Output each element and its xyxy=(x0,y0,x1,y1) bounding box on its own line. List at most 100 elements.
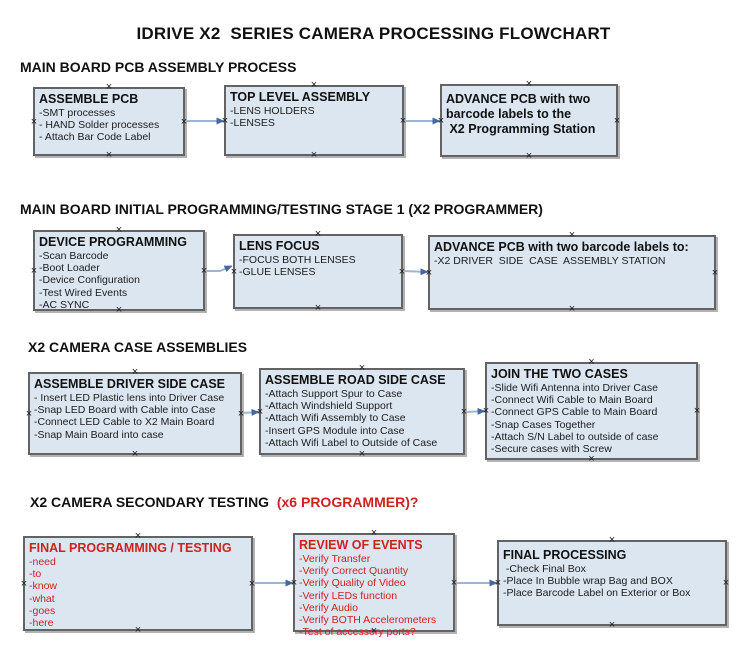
section-heading-text: X2 CAMERA SECONDARY TESTING xyxy=(30,494,277,510)
box-item: - Insert LED Plastic lens into Driver Ca… xyxy=(34,391,225,404)
box-item: -Verify LEDs function xyxy=(299,589,398,602)
box-item: -Snap LED Board with Cable into Case xyxy=(34,404,216,417)
connection-handle-icon: × xyxy=(30,115,38,128)
connection-handle-icon: × xyxy=(230,265,238,278)
connection-handle-icon: × xyxy=(568,303,576,315)
box-item: -Snap Cases Together xyxy=(491,418,596,431)
flow-box-device-programming: DEVICE PROGRAMMING -Scan Barcode-Boot Lo… xyxy=(30,225,208,316)
connection-handle-icon: × xyxy=(588,356,595,368)
box-items: -LENS HOLDERS-LENSES xyxy=(230,105,400,130)
section-heading-text: MAIN BOARD PCB ASSEMBLY PROCESS xyxy=(20,59,297,75)
box-item: -X2 DRIVER SIDE CASE ASSEMBLY STATION xyxy=(434,254,666,267)
box-item: -Connect LED Cable to X2 Main Board xyxy=(34,416,215,429)
section-heading-case-assemblies: X2 CAMERA CASE ASSEMBLIES xyxy=(28,339,247,355)
box-title: FINAL PROGRAMMING / TESTING xyxy=(29,541,249,556)
box-title: ASSEMBLE DRIVER SIDE CASE xyxy=(34,377,238,392)
box-item: -need xyxy=(29,555,56,568)
box-item: -Verify BOTH Accelerometers xyxy=(299,614,437,627)
flow-box-final-processing: FINAL PROCESSING -Check Final Box -Place … xyxy=(494,535,730,631)
connection-handle-icon: × xyxy=(314,302,322,314)
box-title-line: LENS FOCUS xyxy=(239,239,320,253)
connection-handle-icon: × xyxy=(450,576,458,589)
box-title-line: X2 Programming Station xyxy=(446,121,596,136)
box-item: -Scan Barcode xyxy=(39,249,109,262)
connection-handle-icon: × xyxy=(425,266,433,279)
flow-box-review-of-events: REVIEW OF EVENTS -Verify Transfer-Verify… xyxy=(291,528,458,639)
connection-handle-icon: × xyxy=(437,114,445,127)
box-item: -Place Barcode Label on Exterior or Box xyxy=(503,587,691,600)
connection-handle-icon: × xyxy=(221,114,229,127)
box-item: -Connect GPS Cable to Main Board xyxy=(491,406,658,419)
box-item: -goes xyxy=(29,604,56,617)
connection-handle-icon: × xyxy=(131,366,139,378)
connection-handle-icon: × xyxy=(200,264,208,277)
box-title: FINAL PROCESSING xyxy=(503,548,723,563)
connection-handle-icon: × xyxy=(494,577,502,589)
box-item: -LENS HOLDERS xyxy=(230,104,315,117)
page-title: IDRIVE X2 SERIES CAMERA PROCESSING FLOWC… xyxy=(136,24,611,43)
connection-handle-icon: × xyxy=(460,405,468,418)
box-item: -Insert GPS Module into Case xyxy=(265,424,405,437)
box-item: -Attach Support Spur to Case xyxy=(265,387,403,400)
connection-handle-icon: × xyxy=(25,407,33,420)
connection-handle-icon: × xyxy=(20,577,28,590)
connection-handle-icon: × xyxy=(131,448,139,460)
flow-arrow xyxy=(402,268,429,276)
connection-handle-icon: × xyxy=(398,265,406,278)
box-item: -what xyxy=(29,592,55,605)
box-title-line: FINAL PROGRAMMING / TESTING xyxy=(29,541,232,555)
box-title: REVIEW OF EVENTS xyxy=(299,538,451,553)
box-title-line: TOP LEVEL ASSEMBLY xyxy=(230,90,371,104)
box-item: -Connect Wifi Cable to Main Board xyxy=(491,394,653,407)
section-heading-text: MAIN BOARD INITIAL PROGRAMMING/TESTING S… xyxy=(20,201,543,217)
flow-box-assemble-driver-side-case: ASSEMBLE DRIVER SIDE CASE - Insert LED P… xyxy=(25,367,245,460)
box-item: -here xyxy=(29,617,54,630)
box-title: LENS FOCUS xyxy=(239,239,399,254)
box-item: -Verify Audio xyxy=(299,601,358,614)
connection-handle-icon: × xyxy=(358,448,366,460)
connection-handle-icon: × xyxy=(568,229,576,241)
flow-arrow xyxy=(464,407,486,415)
box-item: -Attach Wifi Assembly to Case xyxy=(265,412,406,425)
box-item: -Verify Transfer xyxy=(299,552,371,565)
box-item: -Attach S/N Label to outside of case xyxy=(491,430,659,443)
connection-handle-icon: × xyxy=(482,405,490,417)
connection-handle-icon: × xyxy=(588,453,595,465)
box-item: -Snap Main Board into case xyxy=(34,428,164,441)
box-title: ADVANCE PCB with two barcode labels to: xyxy=(434,240,712,255)
section-heading-initial-programming: MAIN BOARD INITIAL PROGRAMMING/TESTING S… xyxy=(20,201,543,217)
box-item: - Attach Bar Code Label xyxy=(39,131,151,144)
connection-handle-icon: × xyxy=(310,79,318,91)
connection-handle-icon: × xyxy=(370,527,378,539)
box-item: -Slide Wifi Antenna into Driver Case xyxy=(491,381,658,394)
box-title: JOIN THE TWO CASES xyxy=(491,367,694,382)
box-item: - HAND Solder processes xyxy=(39,119,160,132)
box-title-line: ASSEMBLE PCB xyxy=(39,92,139,106)
section-heading-text: X2 CAMERA CASE ASSEMBLIES xyxy=(28,339,248,355)
flow-arrow xyxy=(241,408,260,416)
section-heading-pcb-assembly: MAIN BOARD PCB ASSEMBLY PROCESS xyxy=(20,59,296,75)
box-title: TOP LEVEL ASSEMBLY xyxy=(230,90,400,105)
box-title-line: REVIEW OF EVENTS xyxy=(299,538,423,552)
connection-handle-icon: × xyxy=(237,407,245,420)
box-item: -Verify Correct Quantity xyxy=(299,565,409,578)
connection-handle-icon: × xyxy=(115,224,123,236)
connection-handle-icon: × xyxy=(693,405,701,417)
box-items: - Insert LED Plastic lens into Driver Ca… xyxy=(34,392,238,441)
box-item: -know xyxy=(29,580,58,593)
box-item: -GLUE LENSES xyxy=(239,266,316,279)
box-items: -Verify Transfer-Verify Correct Quantity… xyxy=(299,553,451,639)
connection-handle-icon: × xyxy=(722,577,730,589)
box-item: -AC SYNC xyxy=(39,298,90,311)
flow-box-final-programming-testing: FINAL PROGRAMMING / TESTING -need-to-kno… xyxy=(20,531,256,636)
box-item: -to xyxy=(29,568,42,581)
box-title-line: ADVANCE PCB with two barcode labels to: xyxy=(434,240,689,254)
connection-handle-icon: × xyxy=(30,264,38,277)
box-item: -Attach Windshield Support xyxy=(265,400,393,413)
connection-handle-icon: × xyxy=(613,114,621,127)
connection-handle-icon: × xyxy=(248,577,256,590)
box-item: -Check Final Box xyxy=(503,562,586,575)
box-items: -FOCUS BOTH LENSES-GLUE LENSES xyxy=(239,254,399,279)
